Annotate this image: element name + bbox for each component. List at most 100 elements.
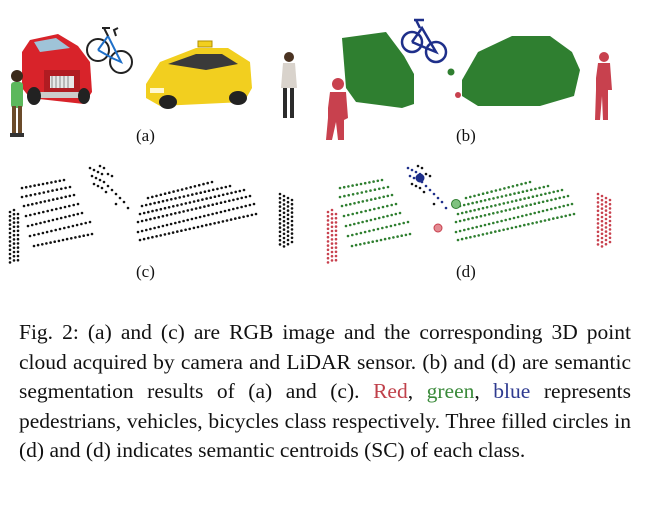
caption-blue-word: blue <box>493 379 531 403</box>
yellow-taxi-icon <box>146 40 252 109</box>
segmented-point-dot <box>596 217 600 221</box>
point-cloud-dot <box>90 174 94 178</box>
segmented-point-dot <box>432 202 436 206</box>
segmented-point-dot <box>524 181 527 185</box>
segmented-point-dot <box>382 195 386 199</box>
point-cloud-dot <box>186 218 189 222</box>
point-cloud-dot <box>33 212 36 216</box>
point-cloud-dot <box>215 202 219 205</box>
point-cloud-dot <box>157 225 160 229</box>
point-cloud-dot <box>47 219 51 223</box>
point-cloud-dot <box>169 213 173 216</box>
point-cloud-dot <box>180 229 183 232</box>
segmented-point-dot <box>512 216 516 220</box>
segmented-point-dot <box>334 250 338 254</box>
point-cloud-dot <box>45 242 48 245</box>
segmented-point-dot <box>562 204 565 208</box>
point-cloud-dot <box>8 252 12 256</box>
point-cloud-dot <box>16 233 20 237</box>
segmented-point-dot <box>334 225 338 228</box>
segmented-point-dot <box>334 212 338 216</box>
point-cloud-dot <box>286 200 290 204</box>
point-cloud-dot <box>161 199 165 203</box>
segmented-point-dot <box>326 261 330 264</box>
segmented-point-dot <box>604 213 608 217</box>
segmented-point-dot <box>527 196 530 199</box>
point-cloud-dot <box>157 200 161 204</box>
segmented-point-dot <box>378 187 381 191</box>
segmented-point-dot <box>454 230 458 234</box>
point-cloud-dot <box>174 197 177 200</box>
segmented-point-dot <box>334 254 338 258</box>
point-cloud-dot <box>138 238 142 242</box>
segmented-point-dot <box>537 210 541 214</box>
point-cloud-dot <box>55 188 59 191</box>
segmented-point-dot <box>330 250 334 254</box>
caption-red-word: Red <box>373 379 408 403</box>
segmented-point-dot <box>541 200 545 204</box>
segmented-point-dot <box>344 203 348 207</box>
point-cloud-dot <box>92 182 96 186</box>
segmented-point-dot <box>510 226 514 230</box>
segmented-taxi-icon <box>462 36 580 106</box>
point-cloud-dot <box>192 200 196 203</box>
segmented-point-dot <box>386 185 390 189</box>
segmented-point-dot <box>498 188 502 191</box>
point-cloud-dot <box>282 194 286 198</box>
segmented-point-dot <box>554 197 557 201</box>
point-cloud-dot <box>68 214 71 218</box>
point-cloud-dot <box>180 188 184 191</box>
segmented-point-dot <box>513 192 516 195</box>
segmented-point-dot <box>465 236 468 240</box>
point-cloud-dot <box>278 213 282 217</box>
point-cloud-dot <box>76 202 80 206</box>
point-cloud-dot <box>200 224 204 228</box>
point-cloud-dot <box>170 198 173 201</box>
segmented-point-dot <box>479 199 483 203</box>
segmented-point-dot <box>456 238 460 242</box>
segmented-point-dot <box>334 237 338 241</box>
segmented-point-dot <box>326 210 330 214</box>
point-cloud-dot <box>51 189 54 192</box>
segmented-point-dot <box>608 236 612 240</box>
segmented-point-dot <box>521 190 525 193</box>
point-cloud-dot <box>282 203 286 206</box>
bicycle-centroid-marker <box>415 173 425 183</box>
point-cloud-dot <box>238 216 241 219</box>
point-cloud-dot <box>282 198 286 202</box>
panel-d-segmented-point-cloud <box>326 164 612 264</box>
point-cloud-dot <box>278 243 282 246</box>
segmented-point-dot <box>475 200 479 204</box>
segmented-point-dot <box>356 192 359 195</box>
point-cloud-dot <box>290 215 294 219</box>
point-cloud-dot <box>210 180 214 184</box>
segmented-pedestrian-left-icon <box>326 78 348 140</box>
segmented-point-dot <box>342 214 346 218</box>
point-cloud-dot <box>184 202 188 205</box>
point-cloud-dot <box>33 184 36 187</box>
point-cloud-dot <box>163 233 167 236</box>
segmented-point-dot <box>596 209 600 213</box>
point-cloud-dot <box>155 235 158 238</box>
point-cloud-dot <box>165 199 169 202</box>
segmented-point-dot <box>570 202 574 206</box>
segmented-point-dot <box>330 259 334 262</box>
segmented-point-dot <box>460 237 464 241</box>
point-cloud-dot <box>250 213 254 217</box>
segmented-point-dot <box>330 217 334 220</box>
point-cloud-dot <box>82 234 85 237</box>
segmented-point-dot <box>483 214 487 217</box>
point-cloud-dot <box>174 212 177 215</box>
segmented-point-dot <box>506 227 510 231</box>
point-cloud-dot <box>286 205 290 208</box>
point-cloud-dot <box>118 196 122 200</box>
point-cloud-dot <box>12 254 16 258</box>
segmented-point-dot <box>338 195 342 199</box>
segmented-point-dot <box>420 166 424 170</box>
segmented-point-dot <box>436 196 440 200</box>
point-cloud-dot <box>149 217 152 221</box>
segmented-point-dot <box>460 211 464 215</box>
point-cloud-dot <box>209 222 212 226</box>
segmented-point-dot <box>367 241 370 244</box>
point-cloud-dot <box>55 217 59 221</box>
